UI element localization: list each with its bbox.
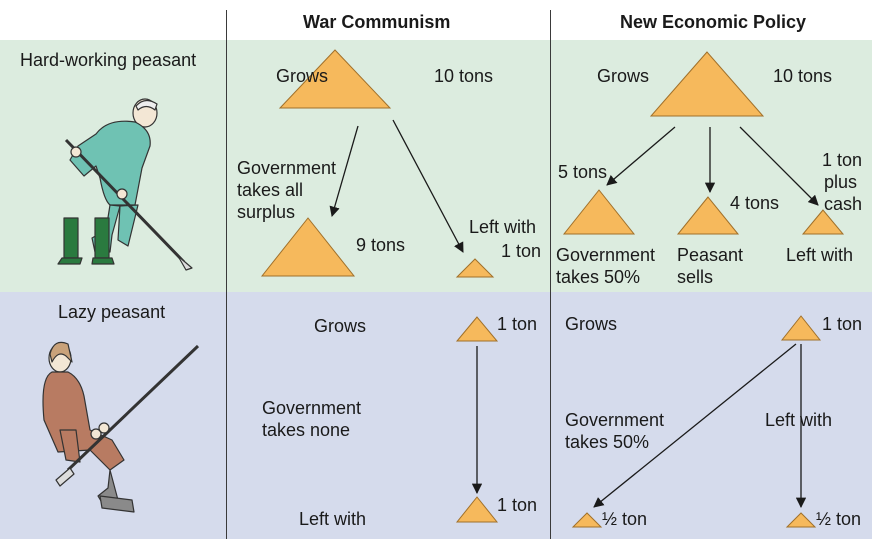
nep-hard-arrow-left — [739, 126, 819, 206]
nep-hard-sold-label-1: Peasant — [677, 245, 744, 265]
nep-hard-left-amount-3: cash — [824, 194, 863, 214]
hard-working-peasant-illustration — [57, 98, 193, 271]
nep-lazy-government-amount: ½ ton — [602, 509, 648, 529]
nep-lazy-left-amount: ½ ton — [816, 509, 862, 529]
nep-hard-sold-amount: 4 tons — [730, 193, 780, 213]
nep-lazy-grows-amount: 1 ton — [822, 314, 863, 334]
wc-lazy-left-pile — [455, 496, 499, 523]
wc-hard-government-pile — [260, 217, 356, 277]
wc-hard-grown-pile — [278, 49, 392, 109]
nep-hard-arrow-government — [606, 126, 676, 186]
wc-lazy-left-label: Left with — [299, 509, 367, 529]
nep-hard-grown-pile — [649, 51, 765, 117]
nep-hard-grows-amount: 10 tons — [773, 66, 833, 86]
lazy-peasant-illustration — [42, 341, 200, 513]
nep-lazy-left-pile — [785, 512, 817, 528]
header-war-communism: War Communism — [303, 12, 451, 32]
wc-lazy-government-label-1: Government — [262, 398, 362, 418]
wc-hard-government-label-1: Government — [237, 158, 337, 178]
row-label-lazy: Lazy peasant — [58, 302, 166, 322]
lazy-row-band — [0, 292, 872, 539]
nep-lazy-government-label-2: takes 50% — [565, 432, 650, 452]
nep-lazy-arrow-government — [593, 343, 797, 508]
wc-hard-arrow-government — [329, 125, 359, 217]
wc-hard-government-label-3: surplus — [237, 202, 296, 222]
nep-hard-left-pile — [801, 209, 845, 235]
nep-hard-left-label: Left with — [786, 245, 854, 265]
nep-hard-government-label-2: takes 50% — [556, 267, 641, 287]
wc-hard-government-amount: 9 tons — [356, 235, 406, 255]
row-label-hard-working: Hard-working peasant — [20, 50, 197, 70]
nep-lazy-government-label-1: Government — [565, 410, 665, 430]
wc-hard-government-label-2: takes all — [237, 180, 304, 200]
nep-lazy-government-pile — [571, 512, 603, 528]
nep-hard-left-amount-1: 1 ton — [822, 150, 863, 170]
nep-lazy-left-label: Left with — [765, 410, 833, 430]
header-new-economic-policy: New Economic Policy — [620, 12, 807, 32]
wc-hard-arrow-left — [392, 119, 464, 253]
wc-hard-grows-amount: 10 tons — [434, 66, 494, 86]
wc-hard-left-label: Left with — [469, 217, 537, 237]
column-divider-1 — [226, 10, 227, 539]
nep-lazy-grows-label: Grows — [565, 314, 618, 334]
wc-hard-left-amount: 1 ton — [501, 241, 542, 261]
wc-hard-grows-label: Grows — [276, 66, 329, 86]
nep-hard-left-amount-2: plus — [824, 172, 858, 192]
nep-lazy-grown-pile — [780, 315, 822, 341]
wc-lazy-grows-amount: 1 ton — [497, 314, 538, 334]
nep-hard-sold-label-2: sells — [677, 267, 714, 287]
nep-hard-government-pile — [562, 189, 636, 235]
nep-hard-government-amount: 5 tons — [558, 162, 608, 182]
wc-lazy-grows-label: Grows — [314, 316, 367, 336]
wc-lazy-government-label-2: takes none — [262, 420, 351, 440]
nep-hard-government-label-1: Government — [556, 245, 656, 265]
wc-lazy-left-amount: 1 ton — [497, 495, 538, 515]
nep-hard-sold-pile — [676, 196, 740, 235]
column-divider-2 — [550, 10, 551, 539]
wc-hard-left-pile — [455, 258, 495, 278]
nep-hard-grows-label: Grows — [597, 66, 650, 86]
wc-lazy-grown-pile — [455, 316, 499, 342]
